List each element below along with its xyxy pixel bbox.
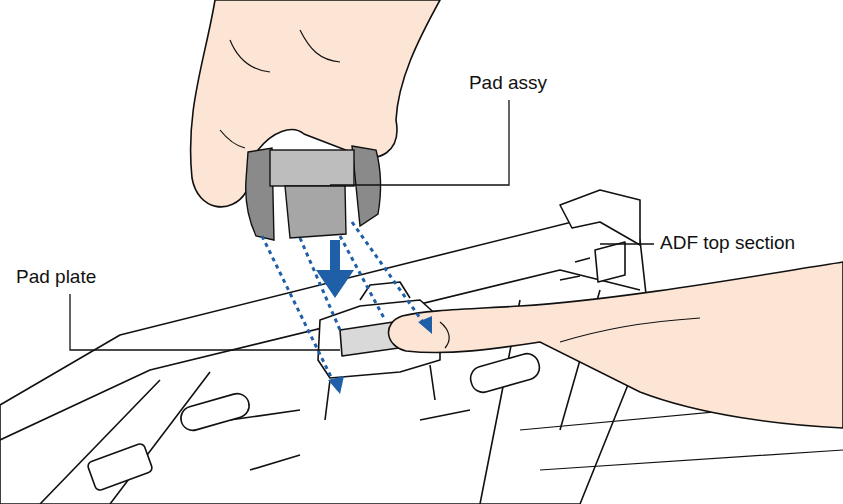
pad-assy [246, 146, 381, 240]
top-hand [191, 0, 440, 207]
guide-heads [328, 316, 432, 394]
adf-body [0, 190, 843, 504]
leader-lines [70, 100, 654, 350]
insert-arrow [316, 240, 354, 298]
part-label: ADF top section [658, 232, 797, 255]
guide-lines [262, 222, 425, 385]
part-label: Pad assy [467, 72, 549, 95]
part-label: Pad plate [14, 266, 98, 289]
right-hand [389, 262, 843, 428]
